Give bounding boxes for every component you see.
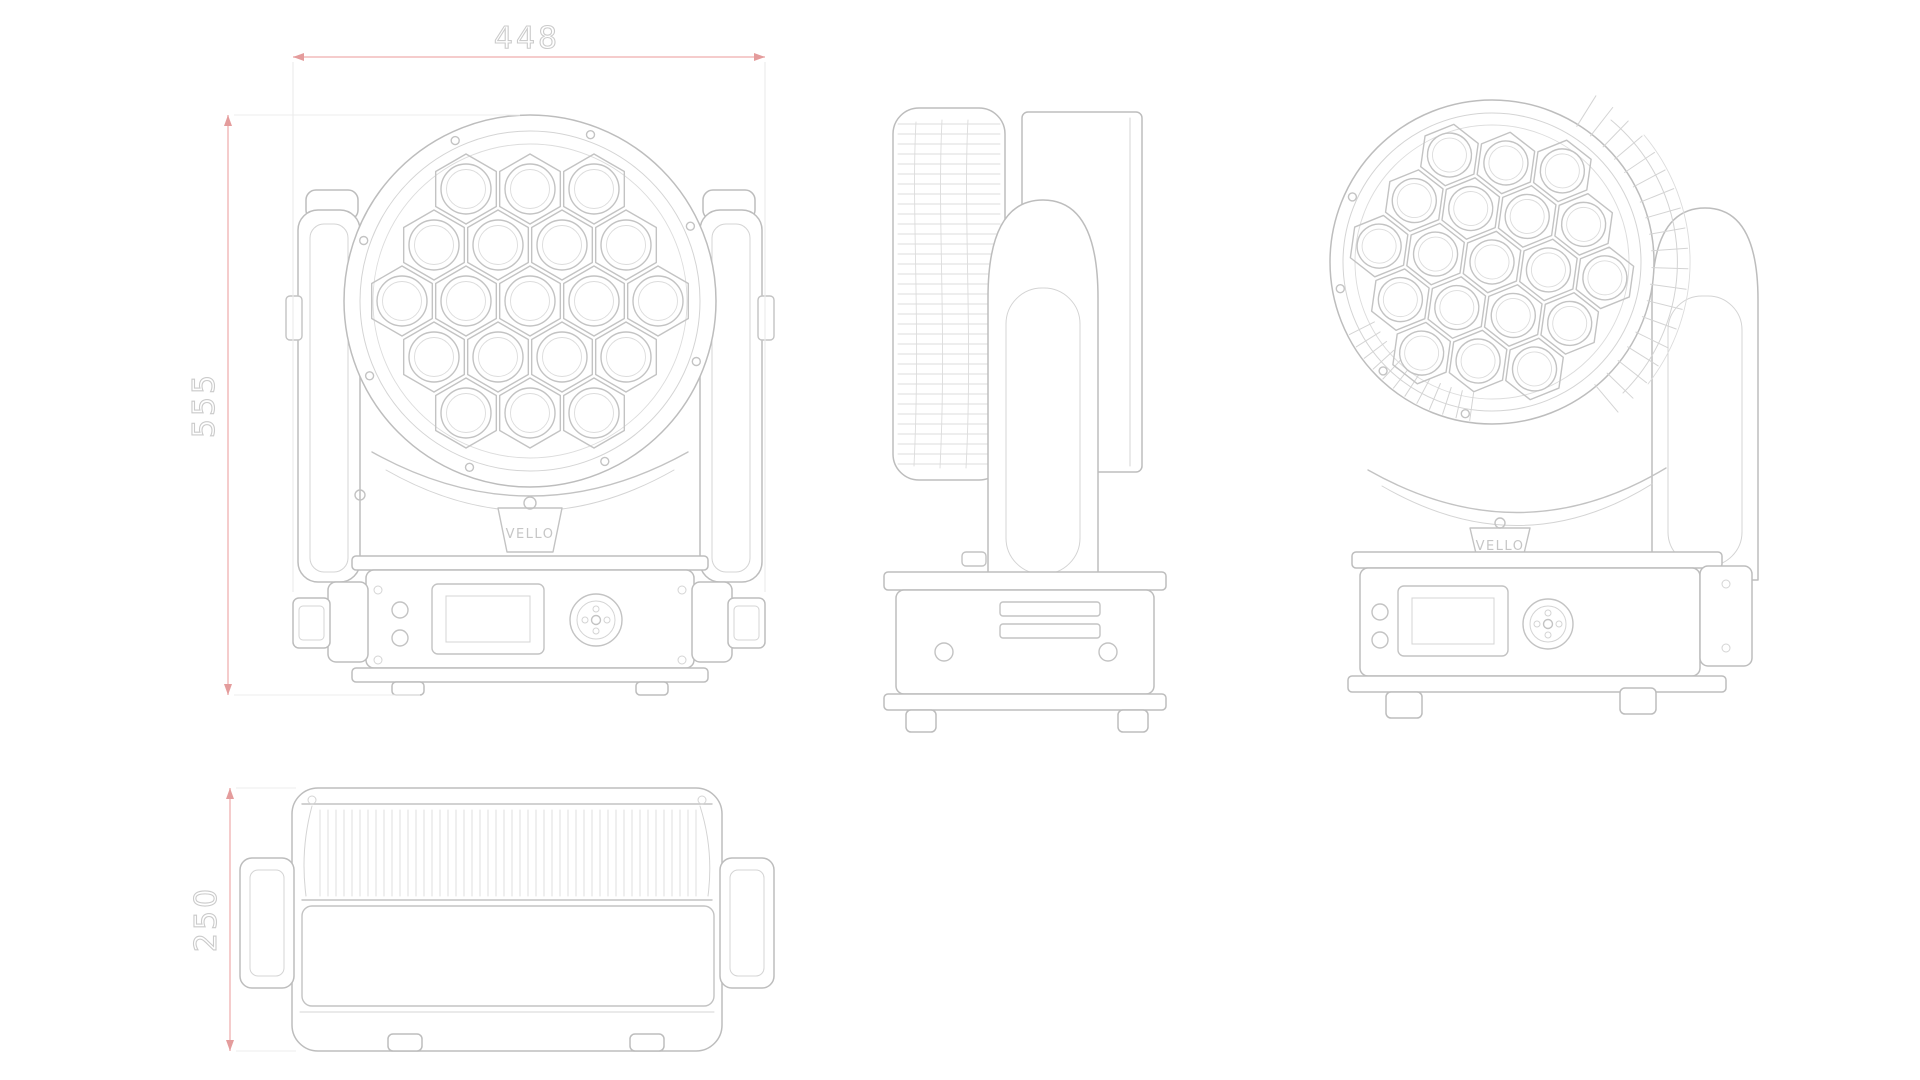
- foot-right: [635, 681, 669, 696]
- lens-array-perspective: [1349, 123, 1635, 401]
- arrow-down-icon: [224, 684, 232, 695]
- control-knob: [569, 593, 623, 647]
- yoke-arm-right: [699, 189, 775, 583]
- handle-right: [719, 857, 775, 989]
- tab-left: [387, 1033, 423, 1052]
- arrow-up-icon: [224, 115, 232, 126]
- foot-right: [1117, 709, 1149, 733]
- dimension-height-label: 555: [187, 372, 222, 438]
- connector-icon: [1371, 603, 1389, 621]
- chin-hatch: [1348, 321, 1475, 421]
- connector-icon: [391, 601, 409, 619]
- handle-left: [239, 857, 295, 989]
- dimension-depth: 250: [188, 787, 296, 1052]
- vello-badge-front-label: VELLO: [506, 527, 555, 542]
- connector-icon: [391, 629, 409, 647]
- heatsink-side: [892, 107, 1006, 481]
- handle-right: [1699, 565, 1753, 667]
- bezel-bolts: [359, 129, 701, 472]
- head-side-fins: [1576, 95, 1689, 413]
- bottom-view: [239, 787, 775, 1052]
- yoke-arm-left: [285, 189, 361, 583]
- dimension-width: 448: [292, 20, 766, 592]
- base-perspective: [1347, 551, 1753, 719]
- perspective-view: VELLO: [1329, 95, 1759, 719]
- vello-badge-front: VELLO: [497, 496, 563, 553]
- base-side: [883, 571, 1167, 733]
- foot-left: [1385, 691, 1423, 719]
- foot-right: [1619, 687, 1657, 715]
- arrow-down-icon: [226, 1040, 234, 1051]
- body-panel-top: [301, 905, 715, 1007]
- base-front: [292, 555, 766, 696]
- control-knob: [1522, 598, 1574, 650]
- handle-right: [691, 581, 733, 663]
- arrow-left-icon: [293, 53, 304, 61]
- head-perspective: [1329, 95, 1691, 526]
- display-panel: [1397, 585, 1509, 657]
- tilt-lock: [961, 551, 987, 567]
- arrow-right-icon: [754, 53, 765, 61]
- display-panel: [431, 583, 545, 655]
- front-view: VELLO: [285, 114, 775, 696]
- yoke-arm-perspective: [1651, 207, 1759, 581]
- lens-array-front: [370, 153, 690, 449]
- dimension-width-label: 448: [494, 21, 560, 56]
- dimension-depth-label: 250: [189, 886, 224, 952]
- connector-icon: [1371, 631, 1389, 649]
- head-front: [343, 114, 717, 488]
- heatsink-fins-top: [301, 803, 713, 901]
- side-view: [883, 107, 1167, 733]
- foot-left: [905, 709, 937, 733]
- dimension-height: 555: [186, 114, 520, 696]
- vello-badge-perspective-label: VELLO: [1476, 539, 1525, 554]
- foot-left: [391, 681, 425, 696]
- yoke-arm-side: [961, 199, 1099, 583]
- tab-right: [629, 1033, 665, 1052]
- handle-left: [327, 581, 369, 663]
- arrow-up-icon: [226, 788, 234, 799]
- bezel-bolts: [1335, 192, 1471, 419]
